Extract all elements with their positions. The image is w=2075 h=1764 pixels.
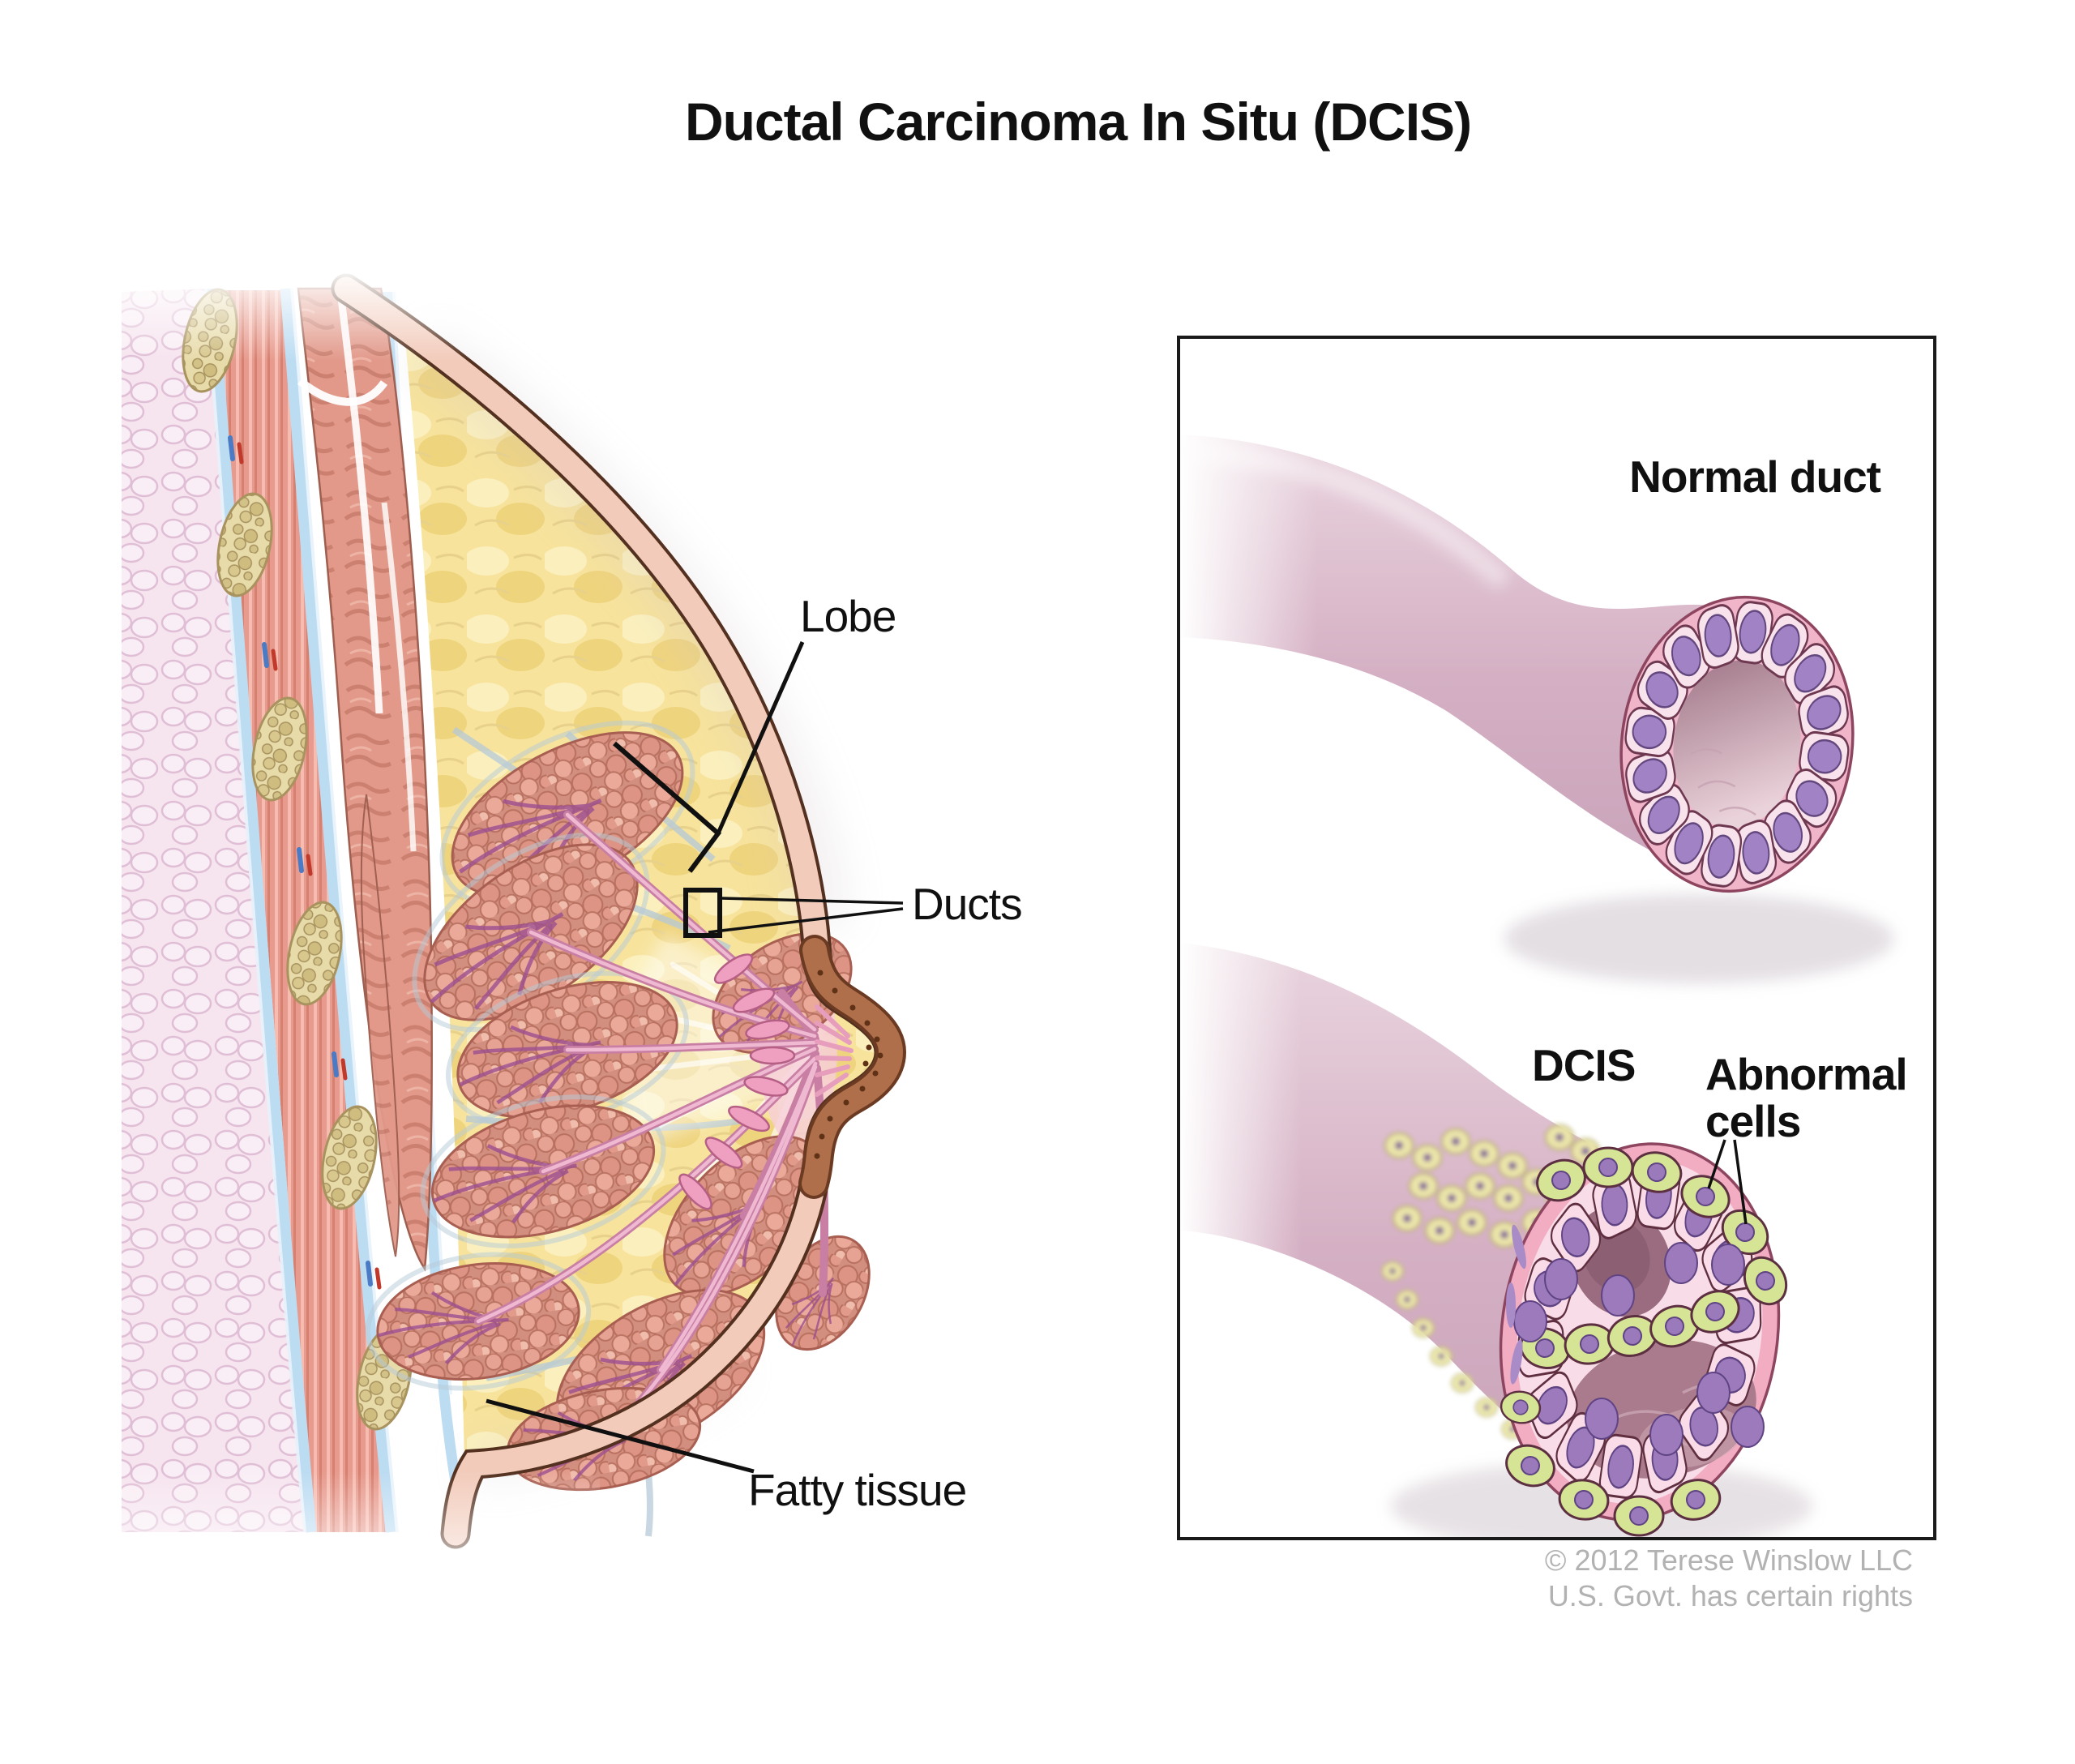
nipple-areola (798, 935, 907, 1199)
intercostal-vessels (228, 435, 382, 1290)
ducts-leader-line-1 (721, 897, 904, 905)
abnormal-cells-leader-lines (1707, 1139, 1748, 1225)
chest-wall (122, 287, 469, 1533)
fatty-tissue-label: Fatty tissue (748, 1465, 967, 1515)
dcis-cross-section (1498, 1142, 1796, 1537)
lactiferous-sinuses (678, 953, 854, 1210)
ducts-highlight-box (683, 888, 722, 938)
areola-speckles (814, 970, 883, 1159)
normal-duct-illustration (1180, 404, 1893, 983)
fatty-tissue-leader-line (486, 1398, 755, 1474)
copyright-line2: U.S. Govt. has certain rights (1547, 1579, 1913, 1612)
breast (113, 268, 973, 1605)
dcis-duct-illustration (1180, 906, 1812, 1537)
copyright-credit: © 2012 Terese Winslow LLC U.S. Govt. has… (1545, 1543, 1913, 1614)
abnormal-cells-label-line2: cells (1705, 1096, 1801, 1146)
copyright-line1: © 2012 Terese Winslow LLC (1544, 1544, 1913, 1577)
normal-duct-label: Normal duct (1629, 452, 1881, 502)
dcis-label: DCIS (1532, 1040, 1636, 1090)
intercostal-muscle-band (216, 290, 387, 1532)
lobe-label: Lobe (800, 591, 896, 641)
lobe-leader-line (716, 640, 805, 835)
diagram-title: Ductal Carcinoma In Situ (DCIS) (684, 92, 1472, 152)
normal-duct-cross-section (1619, 595, 1855, 893)
subcutaneous-tissue (122, 289, 310, 1532)
duct-detail-inset-box (1177, 336, 1936, 1540)
ribs (182, 288, 413, 1431)
ducts-label: Ducts (912, 879, 1023, 929)
duct-detail-illustration (1180, 404, 1893, 1537)
abnormal-cells-label-line1: Abnormal (1705, 1049, 1908, 1099)
abnormal-cells-label: Abnormal cells (1705, 1049, 1908, 1146)
ducts-leader-line-2 (708, 907, 904, 934)
annotation-lines (486, 640, 904, 1474)
rim-sliver-cells (1506, 1224, 1526, 1385)
